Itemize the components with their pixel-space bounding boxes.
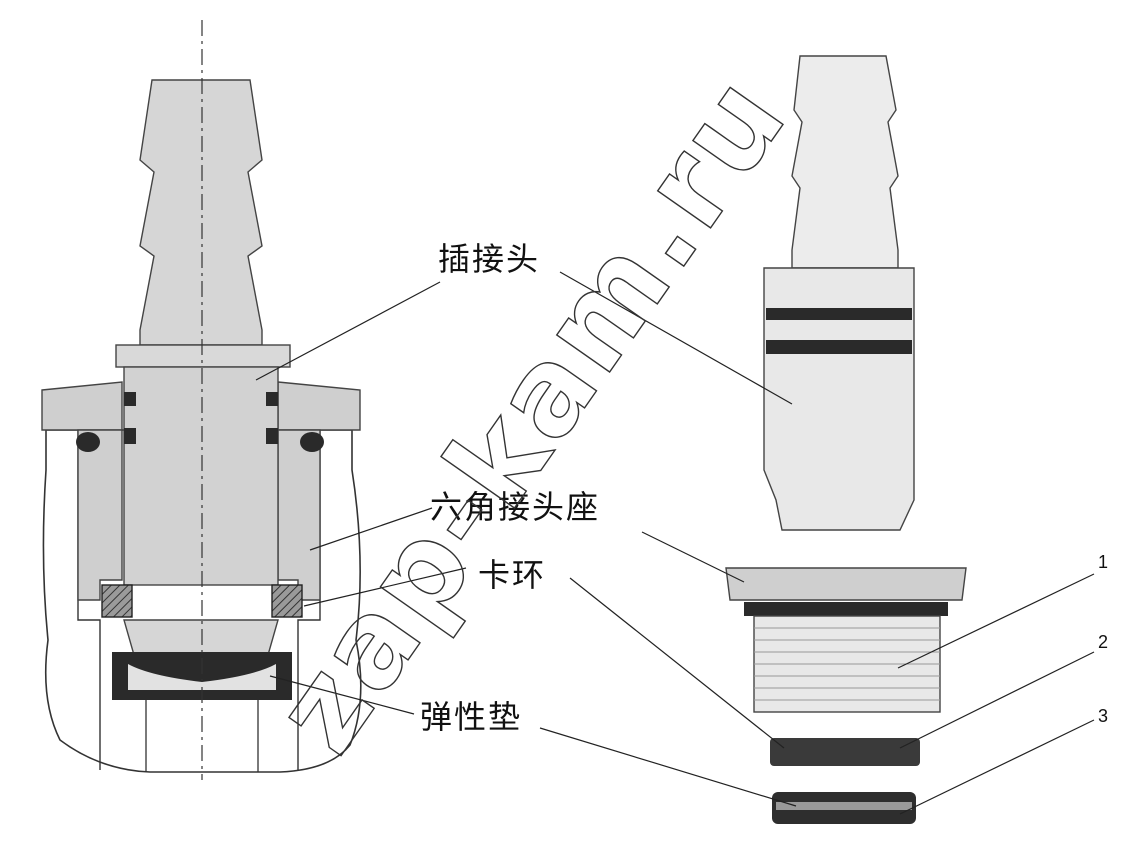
plug-connector-body [763,267,915,531]
thread-lines [754,627,940,701]
elastic-pad-band [776,802,912,810]
plug-shaft [123,366,279,586]
hex-seat-part [725,567,967,601]
o-rings [76,392,324,452]
plug-oring-2 [766,340,912,354]
clamp-ring-left [101,584,133,618]
exploded-view [725,55,967,824]
label-clamp-ring: 卡环 [478,556,546,594]
clamp-ring-right [271,584,303,618]
label-elastic-pad: 弹性垫 [420,698,522,736]
hose-barb [139,79,263,346]
hex-seat-oring [744,602,948,616]
bottom-bore [145,700,259,772]
plug-connector-part [791,55,899,269]
plug-oring-1 [766,308,912,320]
label-plug-connector: 插接头 [438,240,540,278]
callout-2: 2 [1098,632,1108,652]
cross-section-view [41,20,362,780]
leader-lines [255,271,1095,815]
callout-3: 3 [1098,706,1108,726]
elastic-pad-inner [128,664,276,690]
callout-1: 1 [1098,552,1108,572]
label-hex-seat: 六角接头座 [430,488,600,526]
plug-collar [115,344,291,368]
clamp-ring-part [770,738,920,766]
